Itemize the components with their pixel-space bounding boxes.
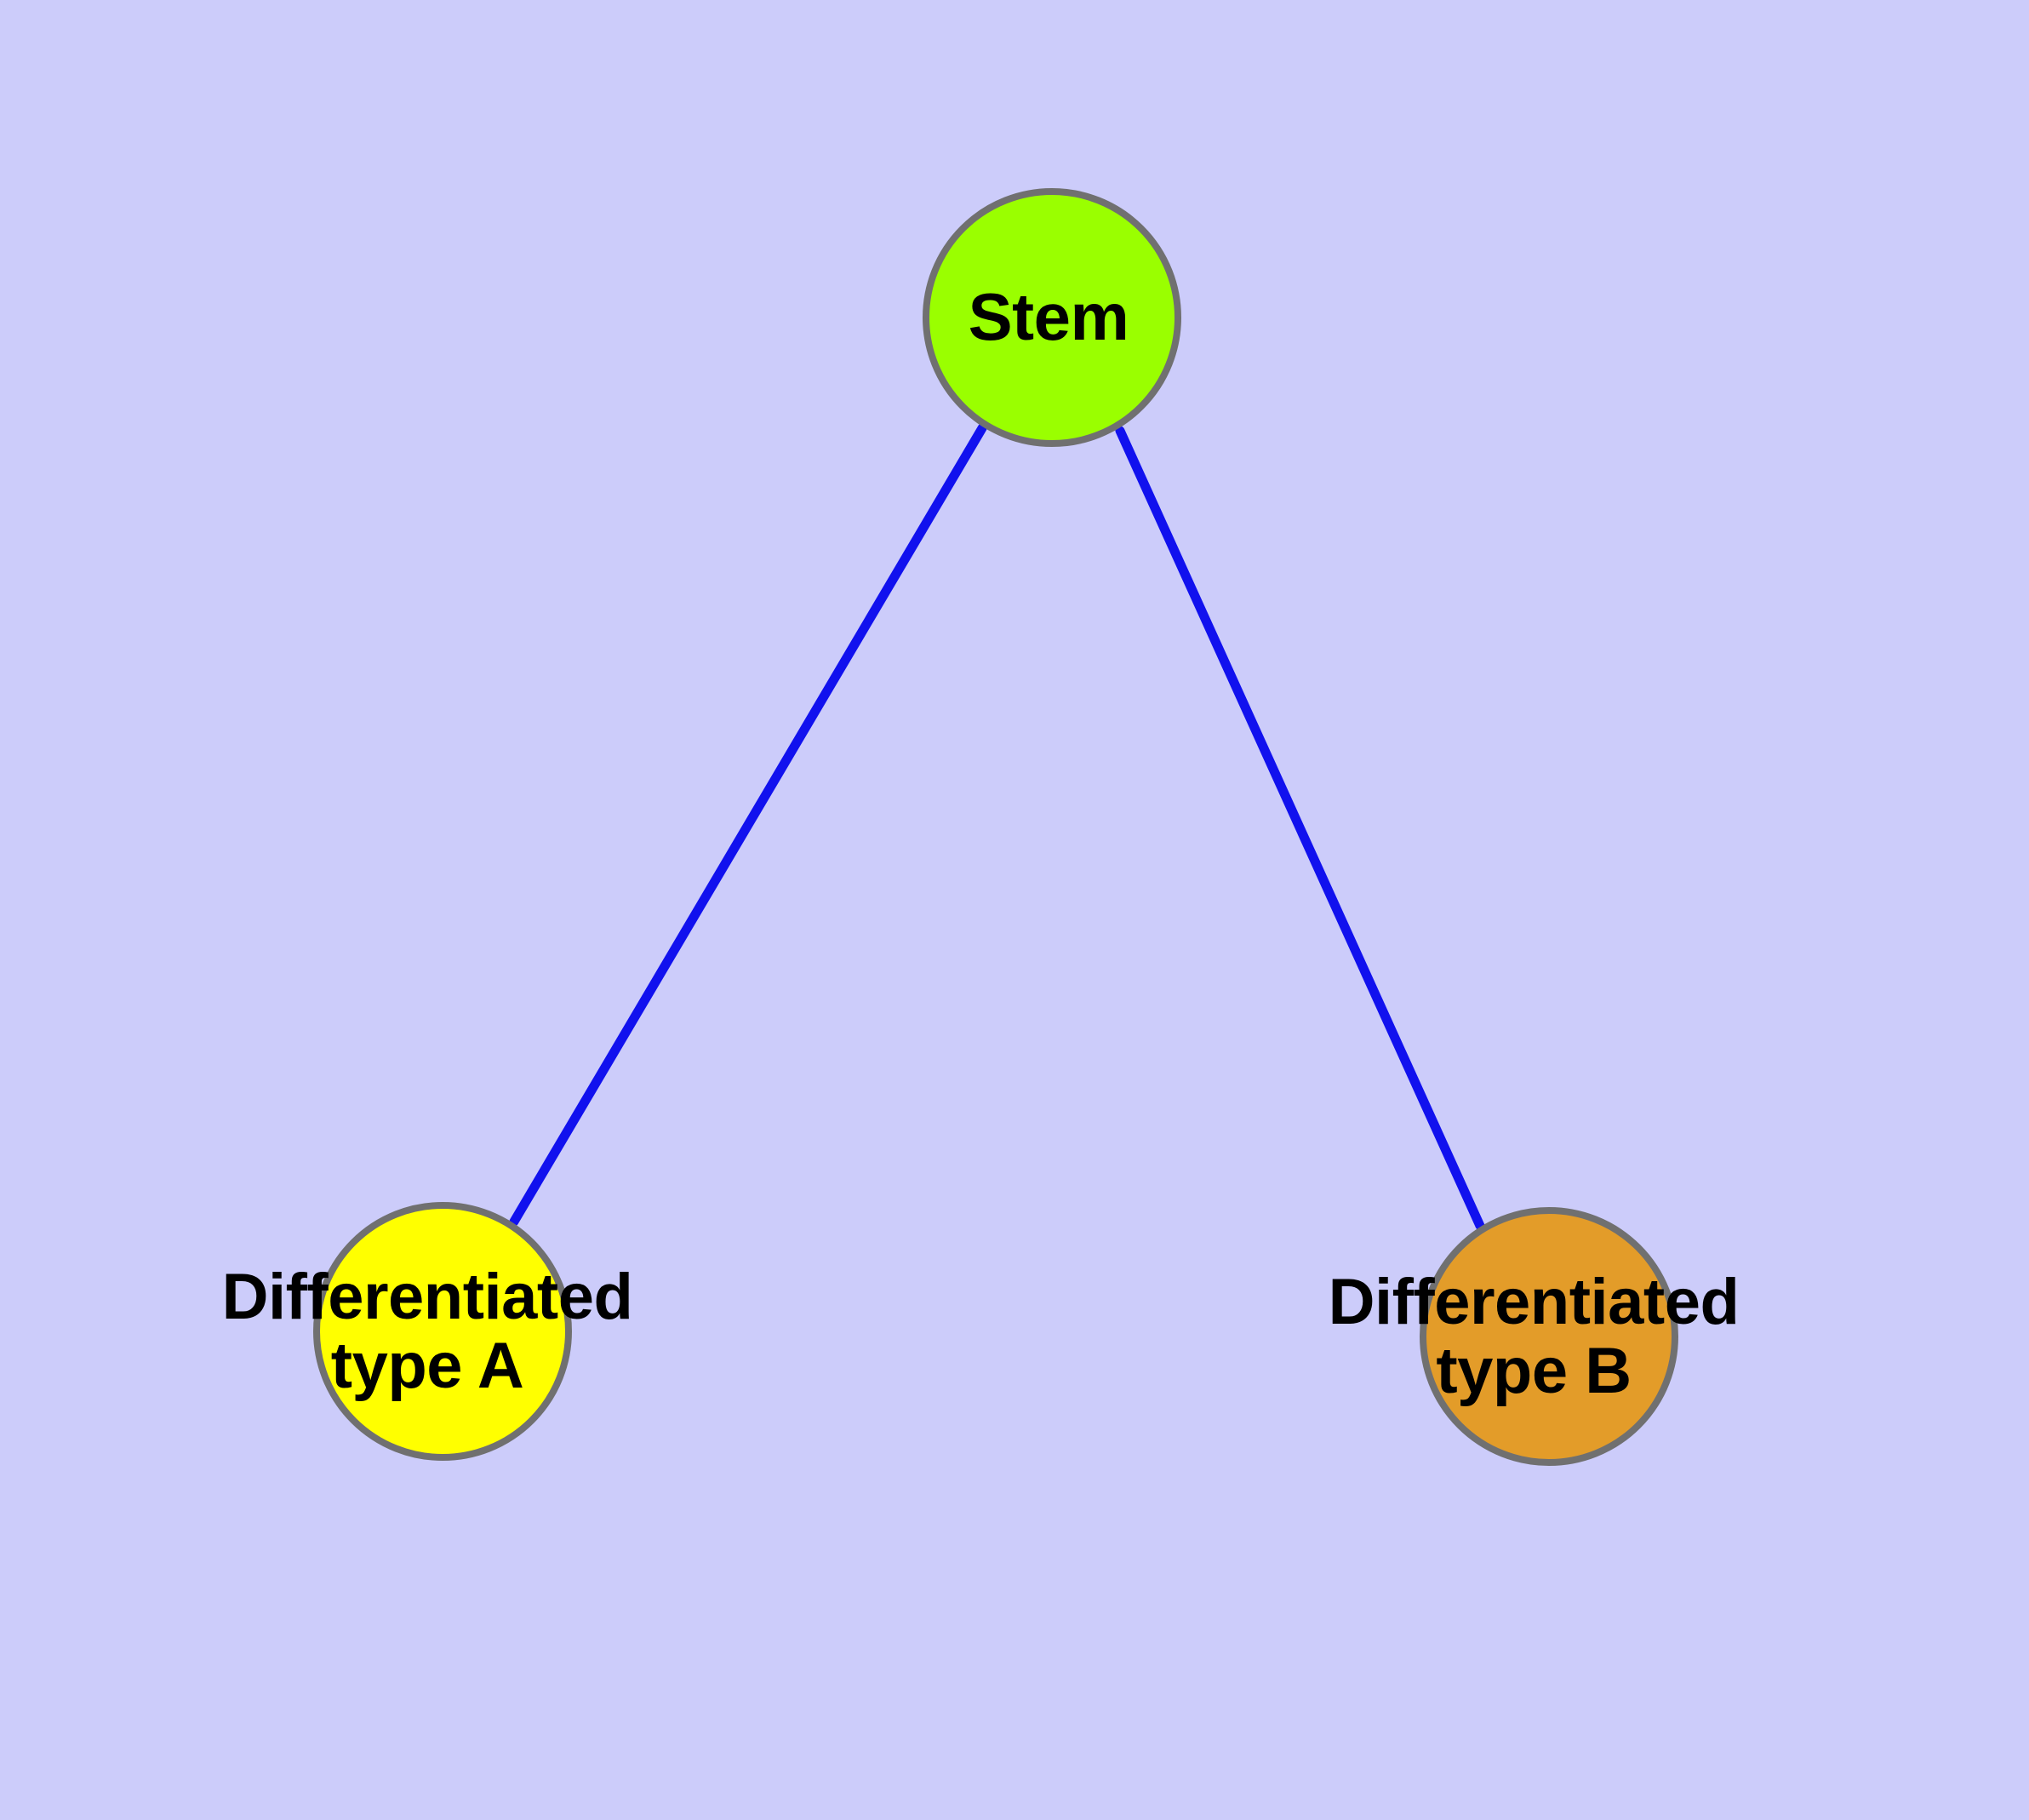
node-stem[interactable] (923, 188, 1181, 447)
node-differentiated-type-a[interactable] (313, 1202, 572, 1461)
edge-stem-to-diff-a[interactable] (509, 423, 987, 1227)
edge-stem-to-diff-b[interactable] (1115, 426, 1485, 1231)
node-differentiated-type-b[interactable] (1420, 1207, 1678, 1466)
